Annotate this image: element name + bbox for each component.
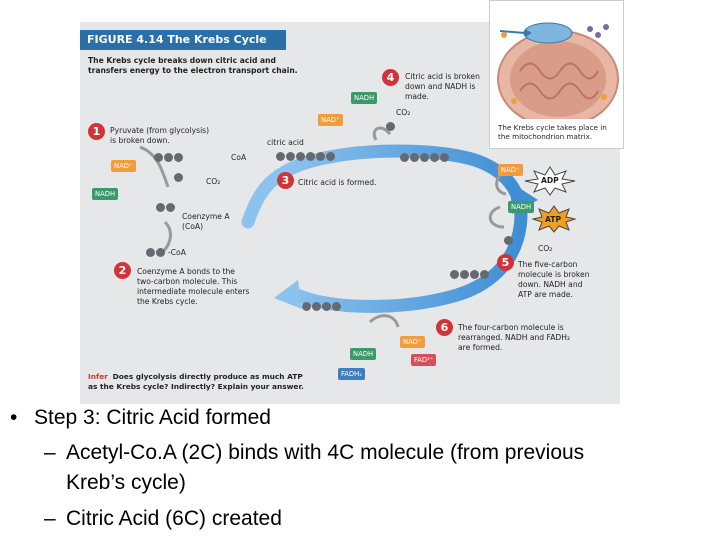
step-4-text: Citric acid is broken down and NADH is m… <box>405 72 480 101</box>
step-6-number: 6 <box>436 319 453 336</box>
step-4-number: 4 <box>382 69 399 86</box>
acetyl-chain <box>156 203 176 212</box>
figure-subtitle: The Krebs cycle breaks down citric acid … <box>88 56 298 75</box>
step-3-text: Citric acid is formed. <box>298 178 377 187</box>
atp-label: ATP <box>545 215 562 224</box>
step4-nad-tag: NAD⁺ <box>318 114 343 126</box>
adp-label: ADP <box>541 176 559 185</box>
acetyl-coa-chain <box>146 248 166 257</box>
step1-nad-tag: NAD⁺ <box>111 160 136 172</box>
step-3-number: 3 <box>277 172 294 189</box>
step6-fad-tag: FAD²⁺ <box>411 354 437 366</box>
step4-co2-carbon <box>386 122 396 131</box>
step1-nadh-tag: NADH <box>92 188 119 200</box>
step6-nadh-tag: NADH <box>350 348 377 360</box>
mitochondrion-caption: The Krebs cycle takes place in the mitoc… <box>498 123 607 141</box>
five-carbon-chain <box>400 153 450 162</box>
cycle-arrow <box>139 126 538 328</box>
four-carbon-chain-a <box>450 270 490 279</box>
co2-carbon <box>174 173 184 182</box>
adp-burst <box>524 166 576 196</box>
bullet-main: •Step 3: Citric Acid formed <box>10 406 271 429</box>
step-1-text: Pyruvate (from glycolysis) is broken dow… <box>110 126 210 145</box>
bullet-sub-2: –Citric Acid (6C) created <box>44 507 282 530</box>
figure-title: FIGURE 4.14 The Krebs Cycle <box>87 33 267 46</box>
acetyl-coa-label: -CoA <box>168 248 186 257</box>
step-6-text: The four-carbon molecule is rearranged. … <box>458 323 571 352</box>
atp-burst <box>532 205 576 233</box>
figure-title-banner: FIGURE 4.14 The Krebs Cycle <box>80 30 286 50</box>
step5-nad-tag: NAD⁺ <box>498 164 523 176</box>
step-5-text: The five-carbon molecule is broken down.… <box>518 260 590 299</box>
infer-question: Infer Does glycolysis directly produce a… <box>88 372 304 391</box>
step-2-number: 2 <box>114 262 131 279</box>
bullet-sub-1: –Acetyl-Co.A (2C) binds with 4C molecule… <box>44 441 585 494</box>
step5-co2-carbon <box>504 236 514 245</box>
step5-nadh-tag: NADH <box>508 201 535 213</box>
step-5-number: 5 <box>497 254 514 271</box>
step6-nad-tag: NAD⁺ <box>400 336 425 348</box>
citric-acid-label: citric acid <box>267 138 304 147</box>
citric-acid-chain <box>276 152 336 161</box>
pyruvate-chain <box>154 153 184 162</box>
step-1-number: 1 <box>88 123 105 140</box>
step6-fadh2-tag: FADH₂ <box>338 368 366 380</box>
step5-co2-label: CO₂ <box>538 244 553 253</box>
step1-co2-label: CO₂ <box>206 177 221 186</box>
coa-label: CoA <box>231 153 247 162</box>
step-2-text: Coenzyme A bonds to the two-carbon molec… <box>137 267 250 306</box>
step4-co2-label: CO₂ <box>396 108 411 117</box>
step4-nadh-tag: NADH <box>351 92 378 104</box>
mitochondrion-inset: The Krebs cycle takes place in the mitoc… <box>489 0 624 149</box>
coenzyme-a-label: Coenzyme A (CoA) <box>182 212 230 231</box>
mitochondrion-illustration <box>497 22 619 128</box>
four-carbon-chain-b <box>302 302 342 311</box>
